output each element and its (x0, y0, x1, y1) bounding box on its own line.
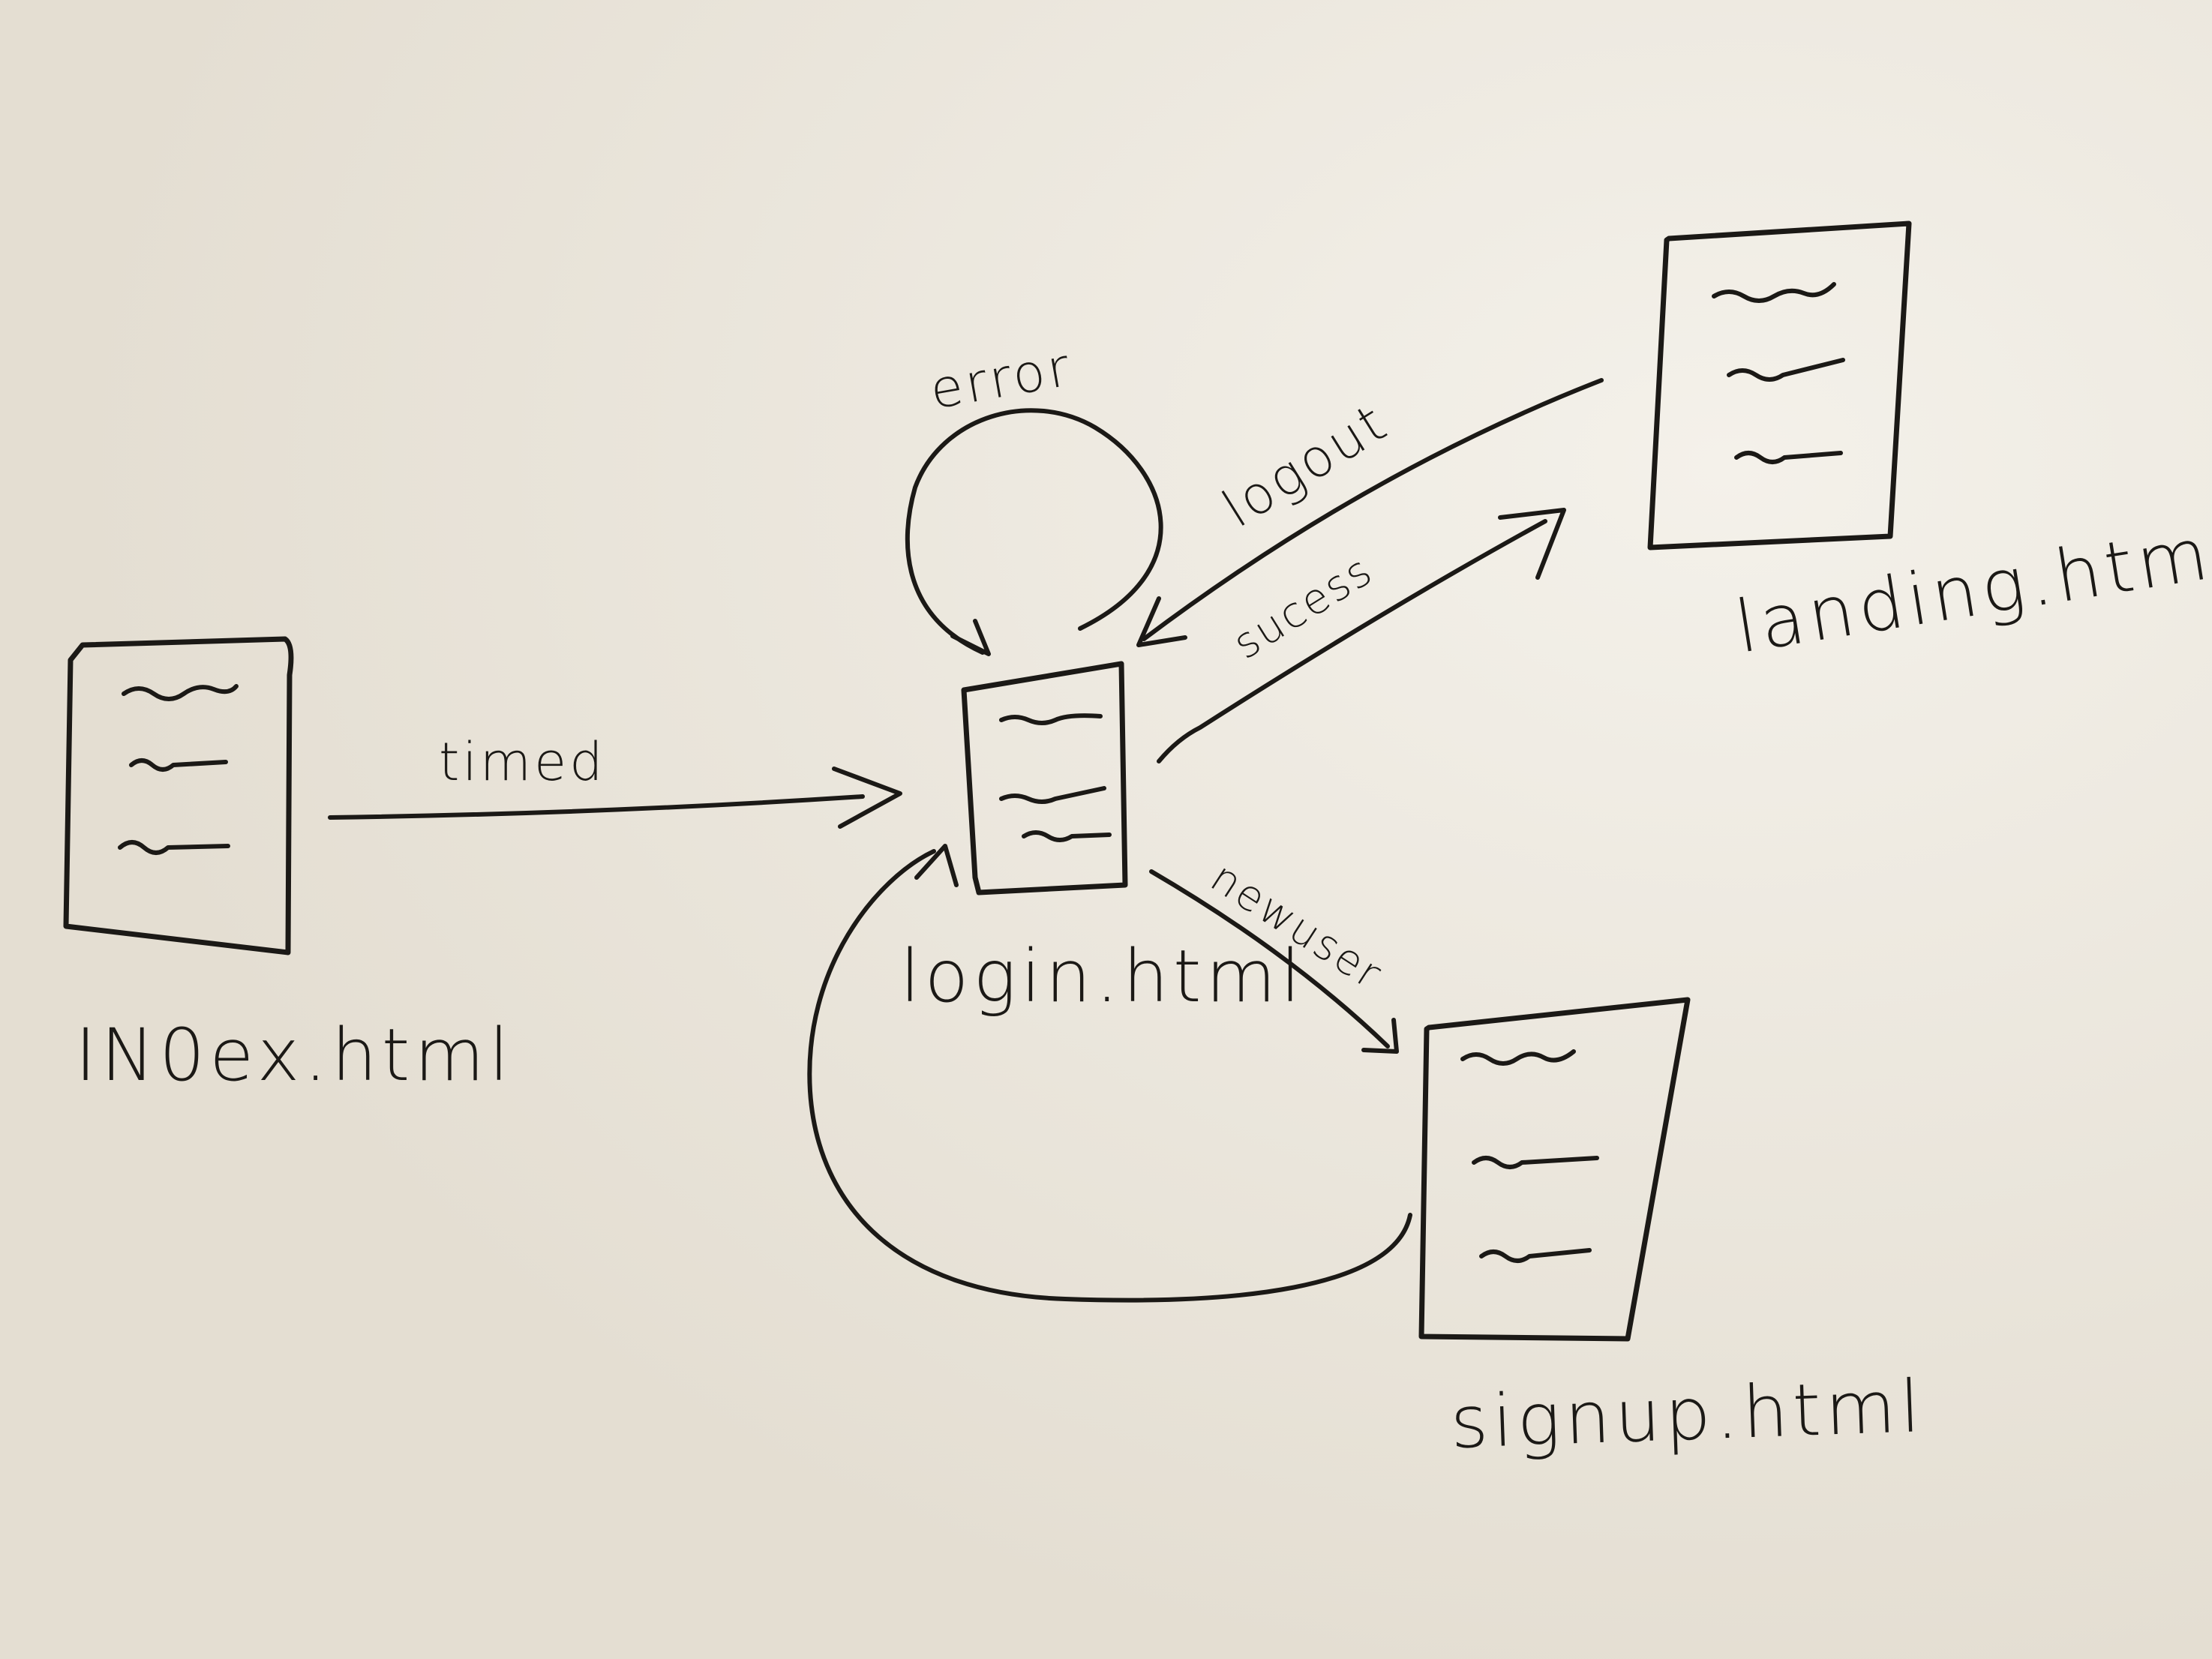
edge-error-arrowhead (950, 619, 991, 656)
index-text-line-2 (129, 758, 228, 772)
edge-timed-arrowhead (832, 766, 902, 829)
login-text-line-2 (999, 786, 1106, 804)
index-text-line-1 (122, 684, 239, 701)
login-text-line-3 (1022, 830, 1112, 842)
edge-logout-arrowhead (1136, 596, 1187, 647)
edge-newuser-line (1149, 869, 1390, 1048)
edge-timed: timed (328, 731, 902, 829)
landing-document-icon (1647, 220, 1912, 550)
edge-success-line (1157, 519, 1547, 764)
signup-text-line-2 (1472, 1156, 1599, 1169)
login-text-line-1 (999, 713, 1103, 725)
edge-logout-line (1142, 378, 1604, 641)
edge-signup-return-line (807, 849, 1412, 1303)
signup-document-icon (1418, 997, 1691, 1342)
edge-timed-label: timed (439, 731, 606, 793)
signup-label: signup.html (1449, 1364, 1926, 1465)
index-label: IN0ex.html (75, 1013, 514, 1097)
login-document-icon (961, 661, 1128, 896)
landing-text-line-2 (1727, 358, 1845, 382)
login-label: login.html (900, 934, 1305, 1018)
index-document-icon (63, 636, 294, 956)
edge-signup-return-arrowhead (914, 844, 959, 887)
edge-error-loop (905, 408, 1163, 655)
edge-success-arrowhead (1498, 508, 1566, 580)
landing-text-line-3 (1734, 451, 1843, 464)
node-login: login.html (900, 661, 1305, 1018)
landing-text-line-1 (1712, 282, 1836, 303)
edge-signup-return (807, 844, 1412, 1303)
signup-text-line-3 (1479, 1248, 1592, 1263)
node-index: IN0ex.html (63, 636, 514, 1097)
node-signup: signup.html (1418, 997, 1926, 1465)
index-text-line-3 (118, 840, 230, 855)
edge-newuser-arrowhead (1361, 1018, 1399, 1054)
signup-text-line-1 (1460, 1049, 1576, 1066)
edge-timed-line (328, 794, 865, 820)
